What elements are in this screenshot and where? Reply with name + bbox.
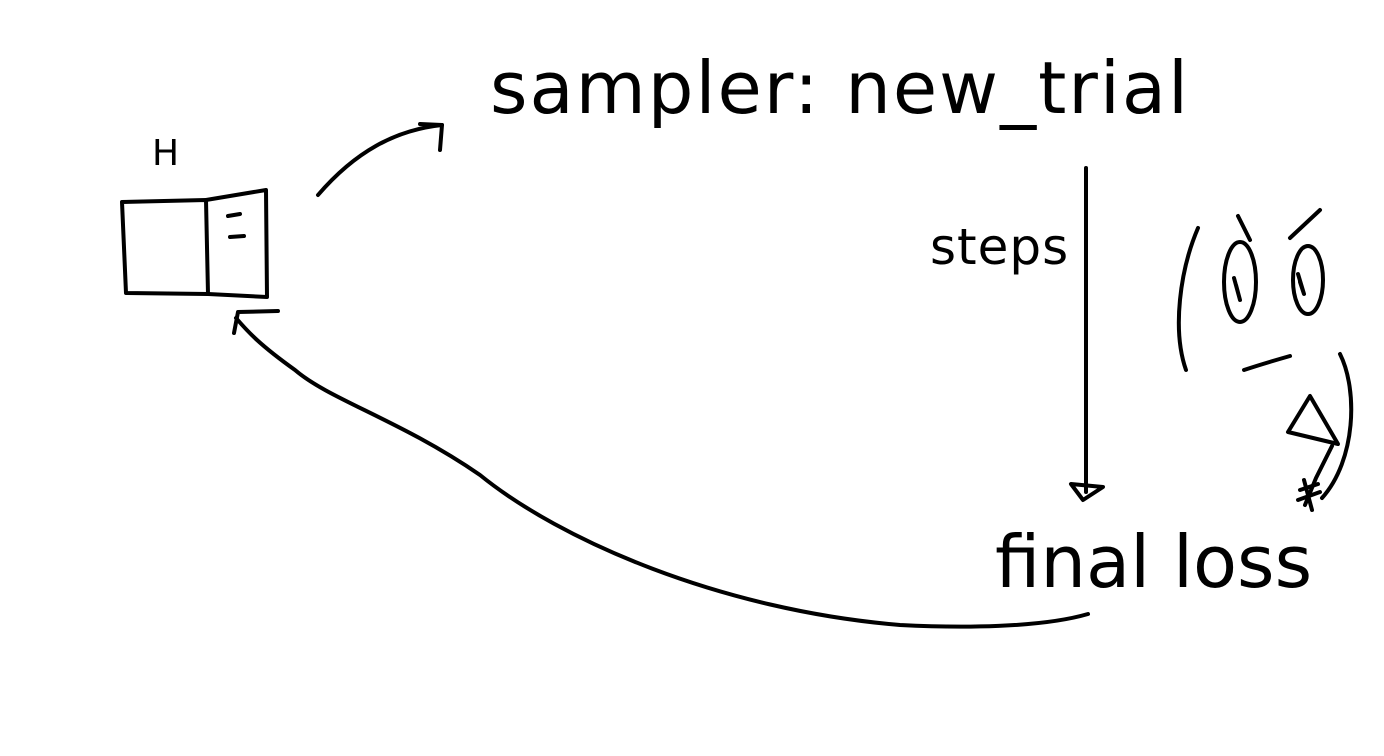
hyperparameter-label: H bbox=[152, 133, 180, 174]
face-doodle bbox=[1176, 208, 1354, 512]
final-loss-label: final loss bbox=[995, 520, 1313, 604]
steps-label: steps bbox=[930, 218, 1070, 276]
sampler-label: sampler: new_trial bbox=[490, 46, 1191, 130]
arrow-box-to-sampler bbox=[316, 122, 444, 197]
arrow-steps-down bbox=[1069, 166, 1105, 502]
arrow-loss-to-box bbox=[232, 309, 1090, 629]
hyperparameter-box bbox=[120, 188, 269, 299]
